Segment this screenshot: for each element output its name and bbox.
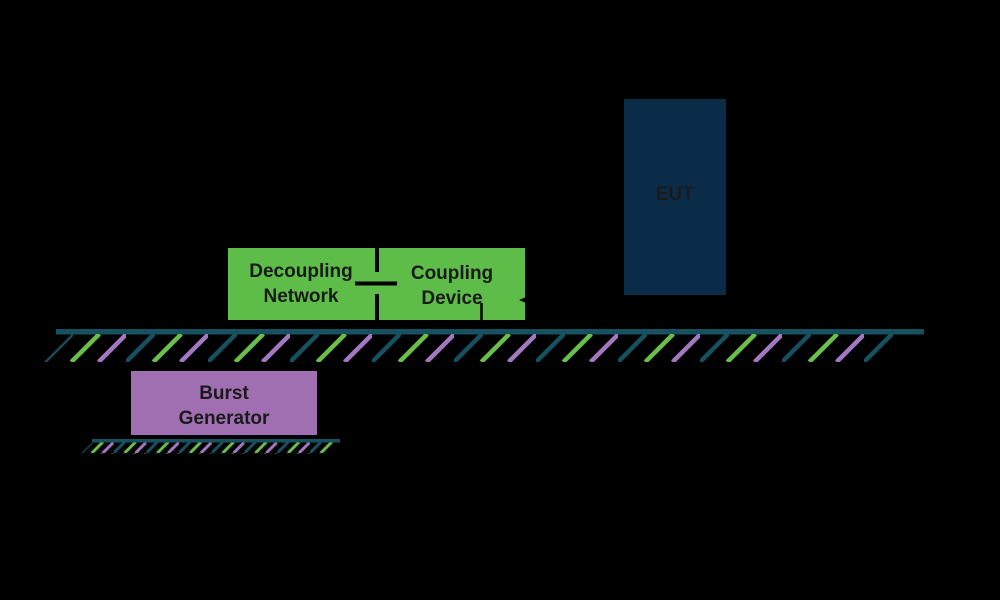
coupling-device-label-line1: Coupling	[411, 263, 493, 284]
decoupling-network-label-line2: Network	[264, 286, 339, 307]
eut-box	[624, 99, 726, 295]
eut-label: EUT	[656, 184, 694, 205]
decoupling-network-label-line1: Decoupling	[249, 261, 352, 282]
burst-generator-label-line1: Burst	[199, 383, 249, 404]
burst-generator-box	[131, 371, 317, 435]
ground-plane-hatching	[44, 334, 913, 362]
generator-ground-hatching	[81, 442, 340, 454]
ground-plane-line	[56, 329, 924, 335]
coupling-device-label-line2: Device	[421, 288, 482, 309]
cable-arrowhead	[519, 295, 531, 305]
burst-generator-label-line2: Generator	[179, 408, 270, 429]
generator-ground-line	[92, 439, 340, 443]
